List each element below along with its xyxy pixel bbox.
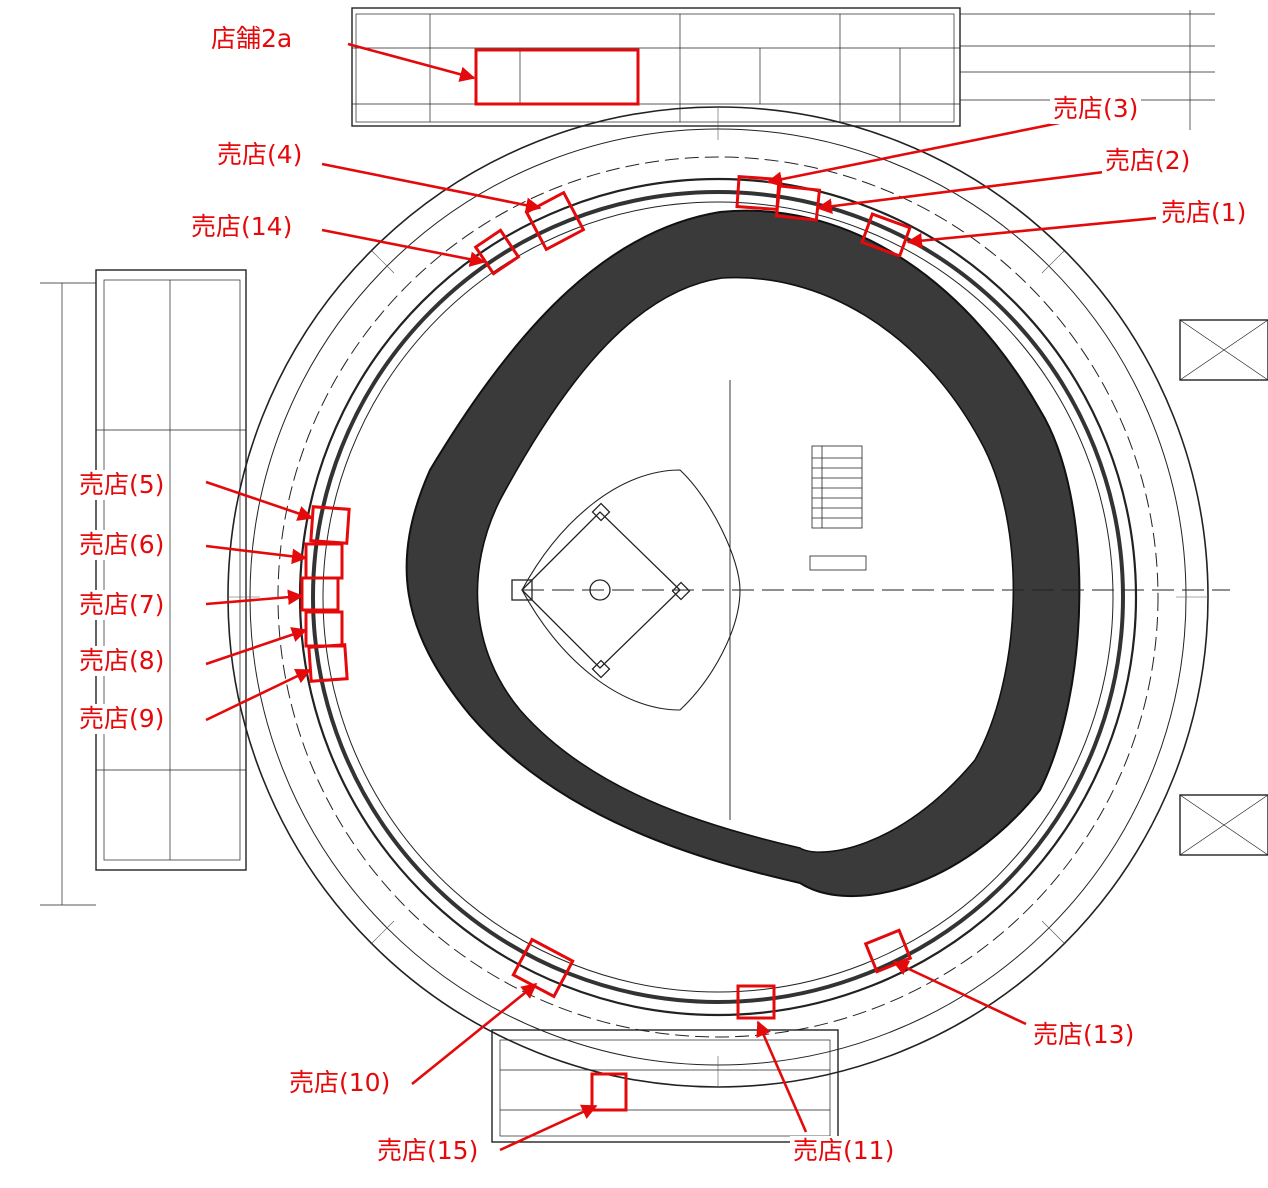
label-shop-7: 売店(7) bbox=[76, 590, 168, 620]
label-shop-9: 売店(9) bbox=[76, 704, 168, 734]
arrow-2 bbox=[816, 170, 1105, 214]
leader-arrows bbox=[205, 42, 1157, 1152]
label-shop-1: 売店(1) bbox=[1158, 198, 1250, 228]
label-shop-2: 売店(2) bbox=[1102, 146, 1194, 176]
arrow-1 bbox=[906, 216, 1157, 249]
shop-box-11 bbox=[736, 984, 776, 1020]
label-shop-8: 売店(8) bbox=[76, 646, 168, 676]
plan-legend-table bbox=[809, 445, 867, 571]
shop-box-3 bbox=[735, 175, 781, 211]
label-shop-11: 売店(11) bbox=[790, 1136, 898, 1166]
arrow-7 bbox=[205, 589, 304, 606]
shop-box-4 bbox=[524, 190, 586, 252]
label-shop-4: 売店(4) bbox=[214, 140, 306, 170]
arrow-3 bbox=[766, 120, 1065, 187]
label-shop-6: 売店(6) bbox=[76, 530, 168, 560]
arrow-4 bbox=[321, 162, 542, 213]
label-shop-5: 売店(5) bbox=[76, 470, 168, 500]
arrow-5 bbox=[205, 480, 314, 521]
arrow-8 bbox=[205, 627, 308, 666]
arrow-13 bbox=[892, 960, 1027, 1026]
arrow-14 bbox=[321, 228, 486, 267]
shop-box-9 bbox=[307, 643, 349, 683]
arrow-10 bbox=[411, 982, 538, 1086]
label-shop-13: 売店(13) bbox=[1030, 1020, 1138, 1050]
label-shop-15: 売店(15) bbox=[374, 1136, 482, 1166]
seating-bowl bbox=[405, 209, 1081, 898]
label-shop-10: 売店(10) bbox=[286, 1068, 394, 1098]
shop-box-15 bbox=[590, 1072, 628, 1112]
shop-box-5 bbox=[309, 505, 351, 545]
shop-box-10 bbox=[511, 937, 575, 999]
shop-box-2a bbox=[474, 48, 640, 106]
arrow-2a bbox=[347, 42, 476, 82]
label-shop-2a: 店舗2a bbox=[208, 24, 296, 54]
arrow-9 bbox=[205, 668, 312, 722]
arrow-6 bbox=[205, 544, 308, 565]
shop-box-1 bbox=[860, 212, 912, 258]
baseball-field bbox=[511, 380, 1230, 820]
label-shop-14: 売店(14) bbox=[188, 212, 296, 242]
arrow-11 bbox=[756, 1020, 808, 1133]
shop-box-7 bbox=[300, 576, 340, 612]
arrow-15 bbox=[499, 1104, 598, 1152]
label-shop-3: 売店(3) bbox=[1050, 94, 1142, 124]
